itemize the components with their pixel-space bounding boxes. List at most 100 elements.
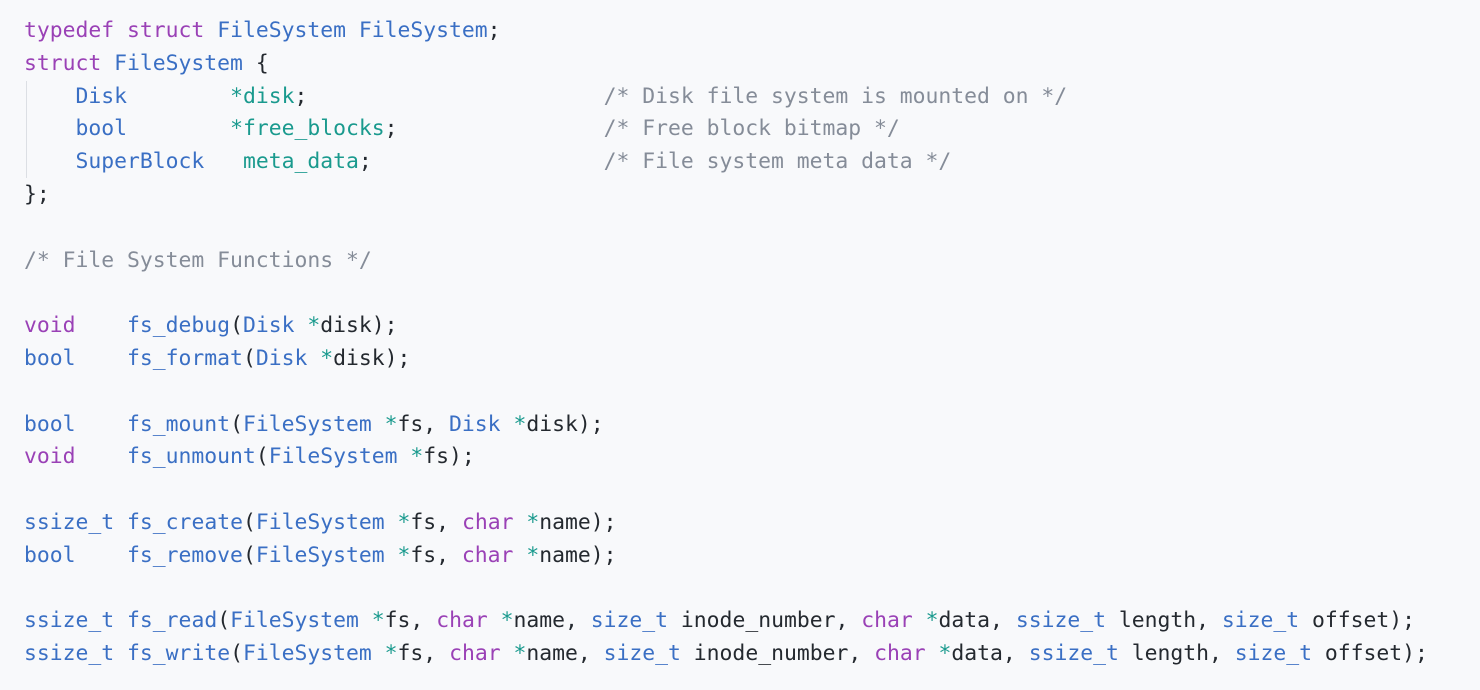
text-token [204, 149, 243, 174]
code-line: bool fs_format(Disk *disk); [24, 343, 1480, 376]
keyword-token: char [461, 542, 514, 568]
text-token [372, 149, 604, 174]
text-token [385, 543, 398, 568]
text-token: data, [951, 641, 1029, 667]
text-token: fs); [423, 444, 475, 470]
text-token [307, 346, 320, 371]
code-line: ssize_t fs_read(FileSystem *fs, char *na… [24, 605, 1480, 638]
type-token: bool [24, 345, 76, 371]
comment-token: /* Disk file system is mounted on */ [603, 83, 1068, 109]
code-line: ssize_t fs_create(FileSystem *fs, char *… [24, 507, 1480, 540]
text-token: ( [230, 411, 243, 437]
text-token [127, 116, 230, 141]
code-line: /* File System Functions */ [24, 245, 1480, 278]
text-token [372, 412, 385, 437]
type-token: ssize_t [1015, 608, 1106, 634]
text-token [24, 149, 76, 174]
text-token [24, 116, 76, 141]
text-token [76, 412, 128, 437]
text-token [501, 641, 514, 666]
type-token: SuperBlock [75, 149, 205, 175]
keyword-token: typedef struct [24, 18, 218, 43]
type-token: ssize_t [24, 608, 115, 634]
text-token [501, 412, 514, 437]
text-token [913, 608, 926, 633]
keyword-token: char [449, 641, 501, 667]
text-token [307, 84, 603, 109]
pointer-token: *disk [230, 83, 295, 109]
comment-token: /* File System Functions */ [24, 247, 372, 273]
code-line: Disk *disk; /* Disk file system is mount… [24, 81, 1480, 114]
text-token: fs, [410, 509, 462, 535]
type-token: FileSystem [230, 608, 359, 634]
keyword-token: char [874, 641, 926, 667]
type-token: FileSystem [255, 509, 385, 535]
pointer-token: * [384, 641, 398, 667]
text-token [372, 641, 385, 666]
type-token: ssize_t [24, 509, 115, 535]
pointer-token: * [307, 313, 321, 339]
text-token: offset); [1312, 641, 1428, 667]
type-token: ssize_t [24, 641, 115, 667]
type-token: fs_read [127, 608, 218, 634]
type-token: FileSystem FileSystem [217, 18, 488, 43]
text-token [359, 608, 372, 633]
text-token: offset); [1299, 608, 1416, 634]
text-token [926, 641, 939, 666]
text-token [488, 608, 501, 633]
type-token: FileSystem [255, 542, 385, 568]
text-token: name, [513, 608, 591, 634]
code-line: bool fs_remove(FileSystem *fs, char *nam… [24, 540, 1480, 573]
keyword-token: void [24, 444, 76, 470]
keyword-token: char [861, 608, 913, 634]
text-token: fs, [397, 641, 450, 667]
code-line: ​ [24, 277, 1480, 310]
text-token [76, 543, 128, 568]
code-line: ​ [24, 573, 1480, 606]
code-line: ssize_t fs_write(FileSystem *fs, char *n… [24, 638, 1480, 671]
type-token: bool [24, 542, 76, 568]
pointer-token: * [526, 542, 540, 568]
text-token [114, 641, 127, 666]
pointer-token: * [938, 641, 952, 667]
text-token: ( [255, 444, 269, 470]
text-token: }; [24, 181, 50, 207]
text-token [385, 510, 398, 535]
text-token [114, 510, 127, 535]
text-token [76, 313, 128, 338]
text-token: ( [242, 509, 256, 535]
text-token [513, 543, 526, 568]
text-token: ( [242, 542, 256, 568]
text-token: ( [230, 641, 243, 667]
type-token: Disk [449, 411, 501, 437]
text-token: fs, [397, 411, 450, 437]
text-token [398, 116, 604, 141]
code-line: struct FileSystem { [24, 48, 1480, 81]
type-token: FileSystem [242, 411, 372, 437]
type-token: Disk [255, 345, 308, 371]
pointer-token: * [513, 411, 527, 437]
type-token: size_t [1221, 608, 1300, 634]
code-line: typedef struct FileSystem FileSystem; [24, 15, 1480, 48]
pointer-token: * [925, 608, 939, 634]
text-token: { [242, 50, 269, 76]
code-line: SuperBlock meta_data; /* File system met… [24, 146, 1480, 179]
text-token [24, 84, 76, 109]
pointer-token: * [371, 608, 385, 634]
pointer-token: * [397, 542, 411, 568]
code-line: ​ [24, 376, 1480, 409]
type-token: fs_remove [127, 542, 243, 568]
text-token: ( [217, 608, 231, 634]
code-line: ​ [24, 212, 1480, 245]
code-line: void fs_unmount(FileSystem *fs); [24, 441, 1480, 474]
pointer-token: *free_blocks [230, 116, 385, 142]
text-token [114, 608, 127, 633]
type-token: FileSystem [268, 444, 398, 470]
text-token: inode_number, [680, 641, 875, 667]
type-token: fs_create [127, 509, 243, 535]
type-token: bool [75, 116, 128, 142]
text-token: ( [242, 345, 256, 371]
pointer-token: * [384, 411, 398, 437]
pointer-token: * [320, 345, 334, 371]
